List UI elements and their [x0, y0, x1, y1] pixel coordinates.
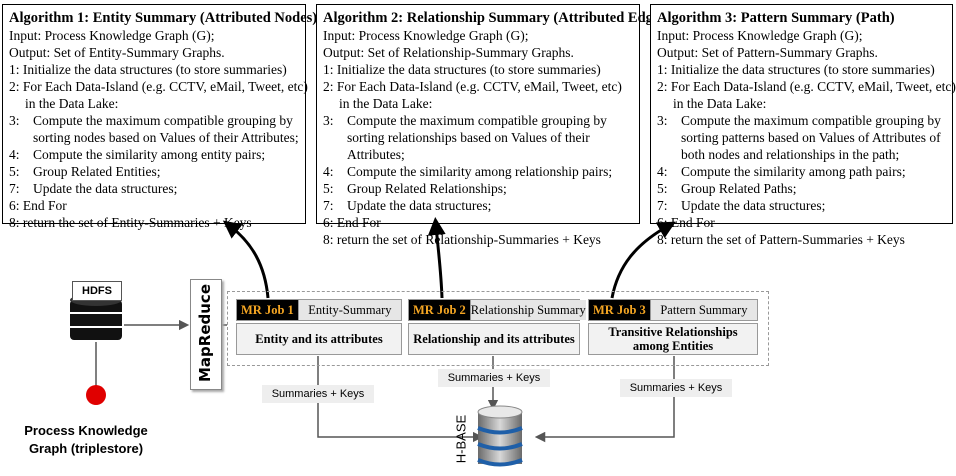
- algorithm-title: Algorithm 1: Entity Summary (Attributed …: [9, 10, 318, 26]
- algorithm-input: Input: Process Knowledge Graph (G);: [9, 28, 215, 43]
- triplestore-node: [86, 385, 106, 405]
- algorithm-title: Algorithm 2: Relationship Summary (Attri…: [323, 10, 670, 26]
- algorithm-step-2: 2: For Each Data-Island (e.g. CCTV, eMai…: [9, 79, 308, 94]
- algorithm-step-5: 5: Group Related Entities;: [9, 163, 299, 180]
- step-text: Compute the similarity among relationshi…: [347, 164, 613, 179]
- process-knowledge-graph-label: Process Knowledge Graph (triplestore): [16, 422, 156, 458]
- step-text: Group Related Relationships;: [347, 181, 507, 196]
- arrow-job1-to-algorithm1: [222, 220, 270, 299]
- step-number: 4:: [9, 147, 20, 162]
- summaries-keys-label-2: Summaries + Keys: [438, 369, 550, 387]
- mapreduce-box: [190, 279, 222, 390]
- step-text: Update the data structures;: [681, 198, 826, 213]
- job-3-description: Transitive Relationships among Entities: [588, 323, 758, 355]
- hbase-database-icon: [477, 405, 523, 467]
- step-text: Group Related Paths;: [681, 181, 797, 196]
- step-text: Compute the similarity among entity pair…: [33, 147, 266, 162]
- algorithm-step-2-cont: in the Data Lake:: [673, 96, 767, 111]
- job-name: Entity-Summary: [297, 300, 401, 320]
- step-text: Compute the similarity among path pairs;: [681, 164, 906, 179]
- summaries-keys-label-3: Summaries + Keys: [620, 379, 732, 397]
- algorithm-step-3: 3: Compute the maximum compatible groupin…: [657, 112, 946, 163]
- algorithm-input: Input: Process Knowledge Graph (G);: [323, 28, 529, 43]
- algorithm-step-4: 4: Compute the similarity among path pair…: [657, 163, 946, 180]
- mr-job-3: MR Job 3 Pattern Summary: [588, 299, 758, 321]
- arrow-job2-to-algorithm2: [427, 217, 446, 299]
- step-text: Group Related Entities;: [33, 164, 161, 179]
- step-text: Update the data structures;: [33, 181, 178, 196]
- mr-job-2: MR Job 2 Relationship Summary: [408, 299, 586, 321]
- job-tag: MR Job 2: [409, 300, 470, 320]
- step-number: 5:: [9, 164, 20, 179]
- hdfs-label: HDFS: [72, 281, 122, 301]
- algorithm-2-box: Algorithm 2: Relationship Summary (Attri…: [316, 4, 670, 247]
- job-3-description-line-1: Transitive Relationships: [608, 325, 738, 339]
- algorithm-step-1: 1: Initialize the data structures (to st…: [9, 62, 287, 77]
- algorithm-3-box: Algorithm 3: Pattern Summary (Path) Inpu…: [650, 4, 956, 247]
- step-number: 5:: [323, 181, 334, 196]
- algorithm-step-3: 3: Compute the maximum compatible groupin…: [9, 112, 299, 146]
- pkg-label-line-2: Graph (triplestore): [28, 441, 144, 456]
- step-number: 3:: [657, 113, 668, 128]
- step-number: 7:: [323, 198, 334, 213]
- algorithm-step-1: 1: Initialize the data structures (to st…: [657, 62, 935, 77]
- algorithm-output: Output: Set of Relationship-Summary Grap…: [323, 45, 574, 60]
- algorithm-step-5: 5: Group Related Relationships;: [323, 180, 633, 197]
- algorithm-step-2-cont: in the Data Lake:: [339, 96, 433, 111]
- step-number: 4:: [323, 164, 334, 179]
- algorithm-step-7: 7: Update the data structures;: [657, 197, 946, 214]
- step-number: 7:: [9, 181, 20, 196]
- step-number: 3:: [9, 113, 20, 128]
- step-text: Compute the maximum compatible grouping …: [681, 113, 941, 162]
- algorithm-1-box: Algorithm 1: Entity Summary (Attributed …: [2, 4, 318, 230]
- job1-to-hbase-line: [317, 356, 484, 443]
- step-text: Compute the maximum compatible grouping …: [33, 113, 299, 145]
- algorithm-step-7: 7: Update the data structures;: [9, 180, 299, 197]
- algorithm-step-4: 4: Compute the similarity among relations…: [323, 163, 633, 180]
- step-number: 3:: [323, 113, 334, 128]
- algorithm-step-6: 6: End For: [9, 198, 67, 213]
- algorithm-step-1: 1: Initialize the data structures (to st…: [323, 62, 601, 77]
- algorithm-input: Input: Process Knowledge Graph (G);: [657, 28, 863, 43]
- mr-job-1: MR Job 1 Entity-Summary: [236, 299, 402, 321]
- job-name: Pattern Summary: [649, 300, 757, 320]
- step-number: 5:: [657, 181, 668, 196]
- job-tag: MR Job 1: [237, 300, 298, 320]
- algorithm-output: Output: Set of Entity-Summary Graphs.: [9, 45, 225, 60]
- algorithm-step-4: 4: Compute the similarity among entity pa…: [9, 146, 299, 163]
- job-name: Relationship Summary: [469, 300, 586, 320]
- hbase-label: H-BASE: [453, 414, 469, 464]
- algorithm-step-8: 8: return the set of Pattern-Summaries +…: [657, 232, 905, 247]
- algorithm-step-2-cont: in the Data Lake:: [25, 96, 119, 111]
- mr-jobs-container: [227, 291, 769, 366]
- job-2-description: Relationship and its attributes: [408, 323, 580, 355]
- job-3-description-line-2: among Entities: [632, 339, 714, 353]
- algorithm-step-5: 5: Group Related Paths;: [657, 180, 946, 197]
- algorithm-step-8: 8: return the set of Entity-Summaries + …: [9, 215, 252, 230]
- algorithm-step-7: 7: Update the data structures;: [323, 197, 633, 214]
- step-text: Compute the maximum compatible grouping …: [347, 113, 607, 162]
- algorithm-step-3: 3: Compute the maximum compatible groupin…: [323, 112, 633, 163]
- summaries-keys-label-1: Summaries + Keys: [262, 385, 374, 403]
- algorithm-step-8: 8: return the set of Relationship-Summar…: [323, 232, 601, 247]
- step-text: Update the data structures;: [347, 198, 492, 213]
- step-number: 7:: [657, 198, 668, 213]
- algorithm-step-2: 2: For Each Data-Island (e.g. CCTV, eMai…: [657, 79, 956, 94]
- job-1-description: Entity and its attributes: [236, 323, 402, 355]
- step-number: 4:: [657, 164, 668, 179]
- algorithm-output: Output: Set of Pattern-Summary Graphs.: [657, 45, 878, 60]
- algorithm-title: Algorithm 3: Pattern Summary (Path): [657, 10, 895, 26]
- job-tag: MR Job 3: [589, 300, 650, 320]
- algorithm-step-6: 6: End For: [323, 215, 381, 230]
- arrow-job3-to-algorithm3: [610, 221, 676, 299]
- mapreduce-label: MapReduce: [196, 284, 214, 382]
- algorithm-step-2: 2: For Each Data-Island (e.g. CCTV, eMai…: [323, 79, 622, 94]
- pkg-label-line-1: Process Knowledge: [24, 423, 148, 438]
